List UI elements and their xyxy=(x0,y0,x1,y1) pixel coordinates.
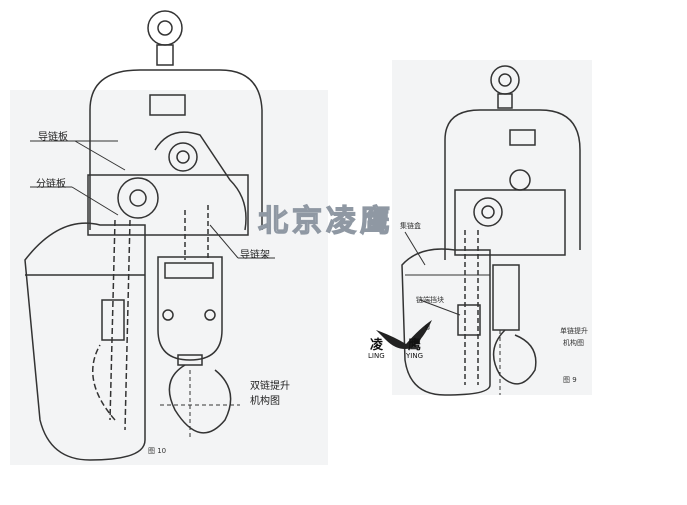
caption-left-line2: 机构图 xyxy=(250,396,280,407)
logo-en-2: YING xyxy=(406,352,424,360)
caption-left-line1: 双链提升 xyxy=(250,381,290,392)
eagle-icon xyxy=(376,320,432,349)
logo-cn-1: 凌 xyxy=(370,338,384,353)
caption-right-line1: 单链提升 xyxy=(560,327,588,335)
figure-number-right: 图 9 xyxy=(563,376,577,384)
watermark: 北京凌鹰 xyxy=(257,203,394,239)
label-guide-frame: 导链架 xyxy=(240,250,270,261)
ling-ying-logo: 凌 鹰 LING YING ® xyxy=(368,318,438,366)
logo-en-1: LING xyxy=(368,352,385,360)
label-chain-box: 集链盒 xyxy=(400,222,421,230)
figure-number-left: 图 10 xyxy=(148,447,167,455)
label-end-stop: 链端挡块 xyxy=(416,296,444,304)
double-chain-hoist-drawing xyxy=(24,10,275,461)
caption-right-line2: 机构图 xyxy=(563,339,584,347)
single-chain-hoist-drawing xyxy=(401,65,581,396)
logo-cn-2: 鹰 xyxy=(408,338,422,353)
registered-mark: ® xyxy=(424,324,431,332)
right-figure-background xyxy=(392,60,592,395)
label-guide-plate: 导链板 xyxy=(38,132,68,143)
label-split-plate: 分链板 xyxy=(36,179,66,190)
